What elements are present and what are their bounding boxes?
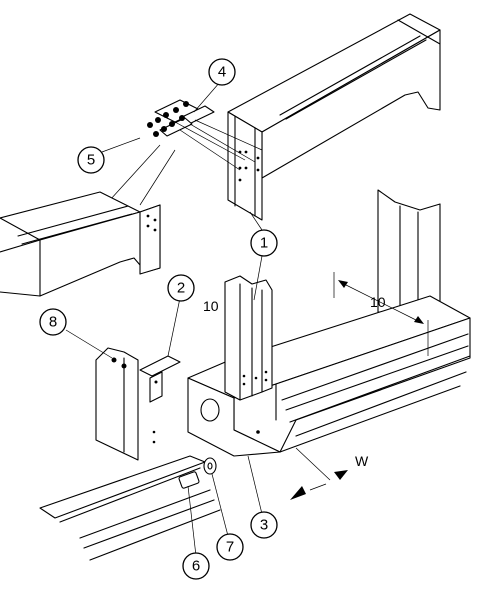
upper-right-beam	[227, 13, 441, 221]
bolt-cluster	[109, 99, 263, 206]
width-symbol-label: W	[355, 453, 369, 469]
svg-text:7: 7	[226, 539, 234, 556]
svg-text:8: 8	[49, 314, 57, 331]
bolt-and-washer	[178, 457, 217, 489]
svg-text:5: 5	[87, 152, 95, 169]
beam-width-label: 10	[370, 294, 386, 310]
callout-4: 4	[208, 58, 236, 86]
svg-text:2: 2	[177, 280, 185, 297]
leader-lines	[65, 81, 263, 557]
svg-text:4: 4	[218, 64, 226, 81]
dimension-lines	[290, 272, 429, 500]
callout-8: 8	[39, 308, 67, 336]
callout-1: 1	[250, 229, 278, 257]
left-front-post	[95, 347, 181, 461]
right-rear-post	[377, 189, 441, 313]
callout-6: 6	[182, 552, 210, 580]
callout-7: 7	[216, 533, 244, 561]
svg-text:1: 1	[260, 235, 268, 252]
upper-left-beam	[0, 191, 161, 297]
callout-2: 2	[167, 274, 195, 302]
callout-3: 3	[250, 511, 278, 539]
center-post	[224, 275, 273, 401]
post-width-label: 10	[203, 298, 219, 314]
callout-5: 5	[77, 146, 105, 174]
svg-text:6: 6	[192, 558, 200, 575]
svg-text:3: 3	[260, 517, 268, 534]
lower-left-beam	[39, 455, 221, 561]
